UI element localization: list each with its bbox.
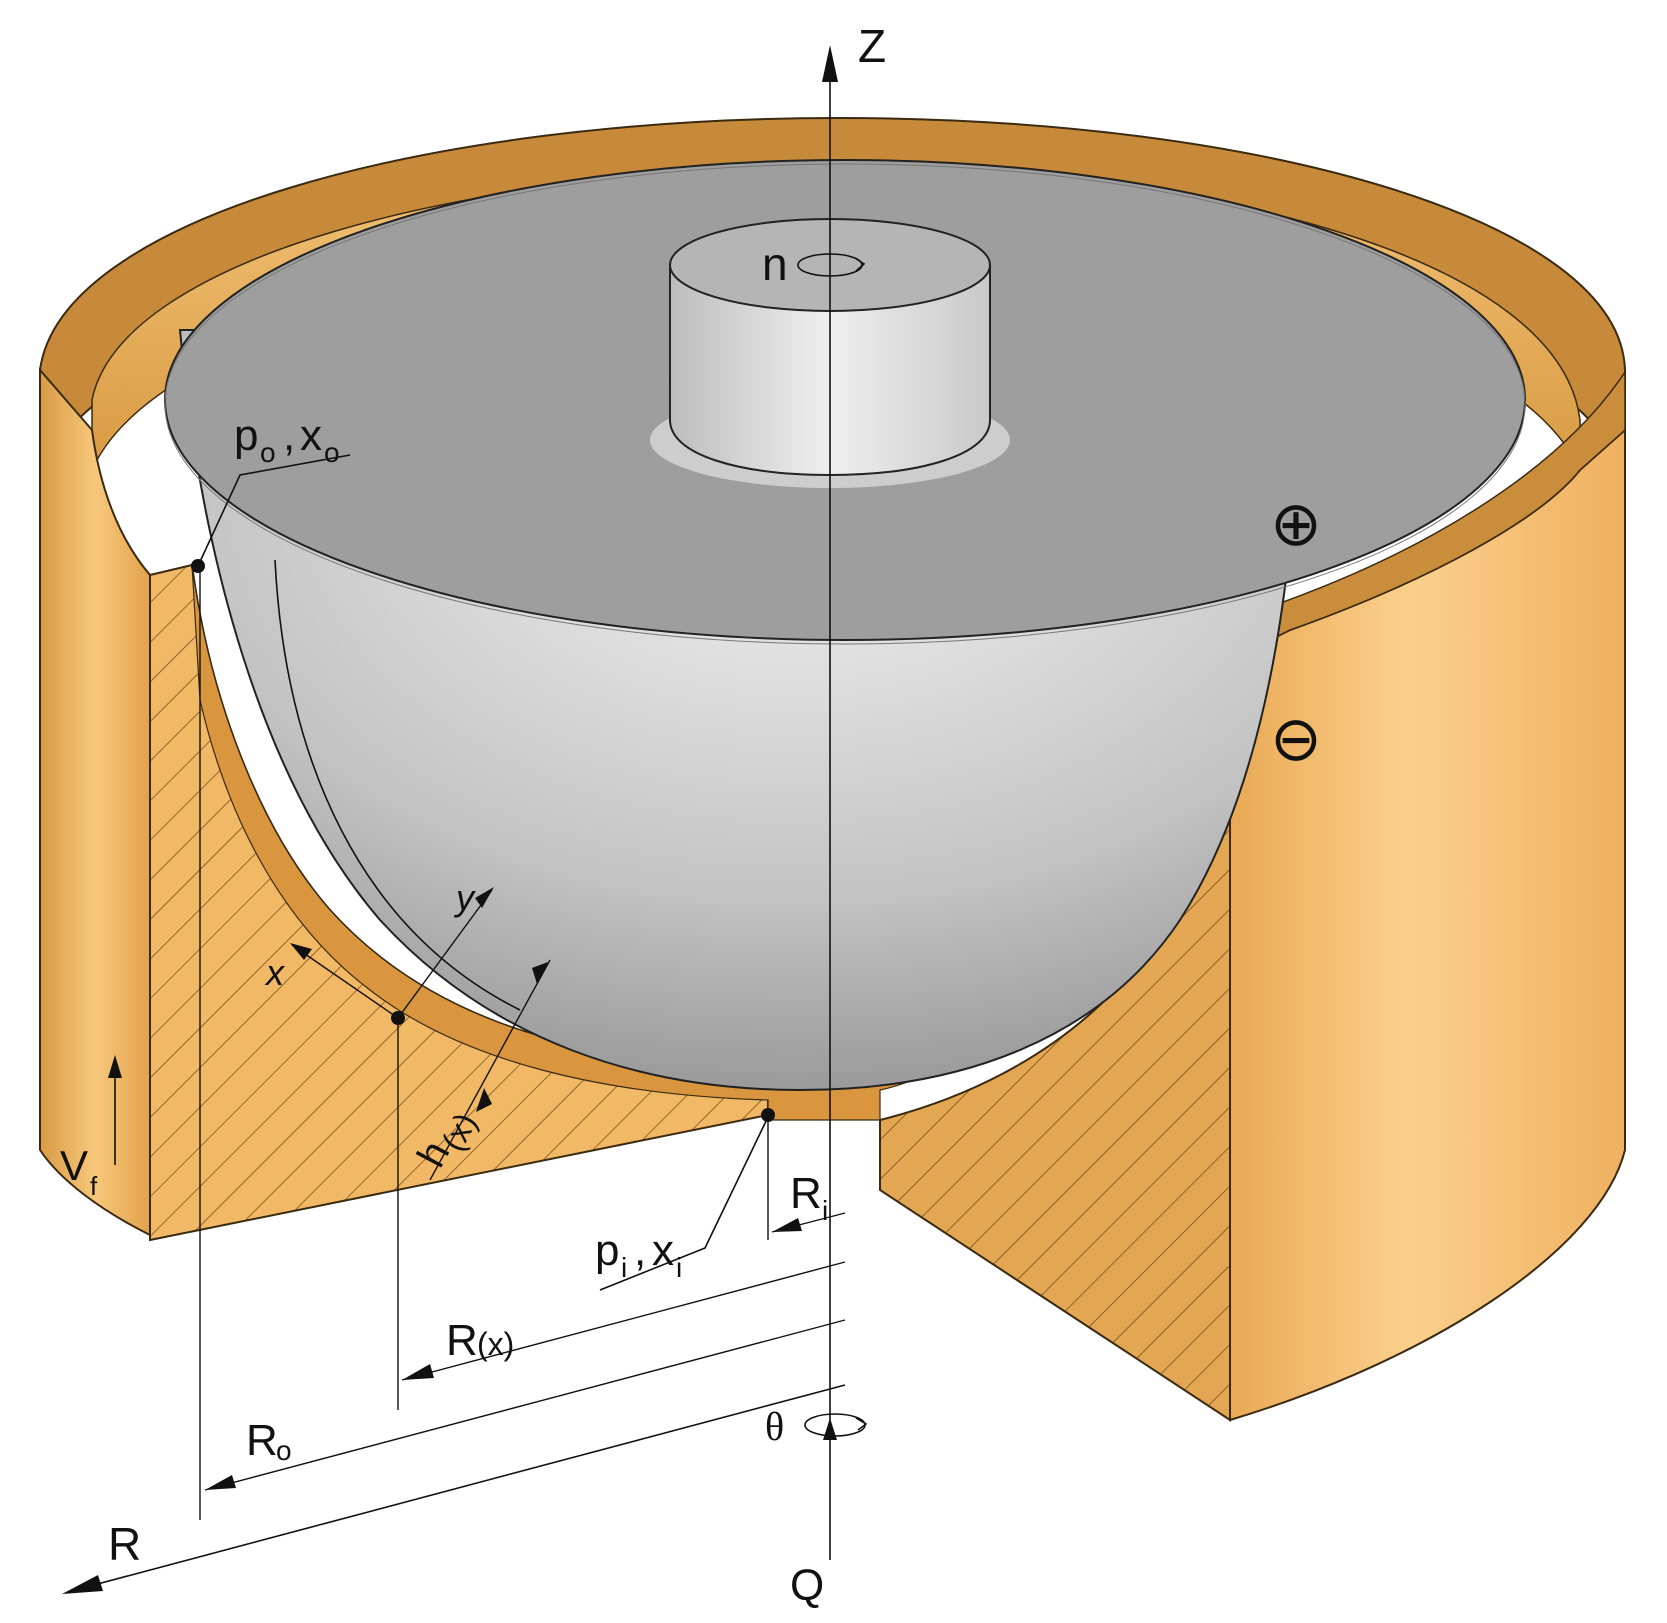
label-q: Q — [790, 1561, 824, 1610]
svg-text:R: R — [446, 1316, 478, 1365]
svg-text:,: , — [283, 411, 295, 460]
svg-text:,: , — [634, 1226, 646, 1275]
svg-text:x: x — [300, 411, 322, 460]
svg-text:o: o — [324, 437, 340, 468]
label-minus: ⊖ — [1270, 705, 1322, 774]
label-n: n — [762, 238, 788, 290]
rotor-top-disc-rim — [164, 163, 1526, 645]
label-ro: R o — [246, 1416, 292, 1466]
point-inner — [761, 1108, 775, 1122]
labels: Z n p o , x o ⊕ ⊖ y x h (x) V f R i p i … — [60, 20, 1322, 1610]
svg-text:(x): (x) — [477, 1326, 514, 1362]
svg-text:f: f — [90, 1171, 98, 1201]
housing-right-lip — [1229, 369, 1626, 662]
svg-text:R: R — [246, 1416, 278, 1465]
label-theta: θ — [765, 1404, 784, 1449]
label-coord-x: x — [264, 952, 286, 993]
dimension-lines — [62, 45, 868, 1594]
point-x — [391, 1011, 405, 1025]
svg-text:i: i — [822, 1195, 828, 1226]
label-pi-xi: p i , x i — [595, 1226, 682, 1283]
r-axis-arrow — [62, 1575, 103, 1594]
label-r-axis: R — [108, 1518, 141, 1570]
q-arrow — [823, 1418, 837, 1440]
label-plus: ⊕ — [1270, 490, 1322, 559]
svg-text:i: i — [676, 1252, 682, 1283]
svg-text:x: x — [652, 1226, 674, 1275]
rotor — [164, 159, 1526, 1121]
label-po-xo: p o , x o — [234, 411, 340, 468]
z-axis-arrow — [822, 45, 838, 82]
label-z: Z — [858, 20, 886, 72]
r-axis-line — [74, 1384, 846, 1591]
svg-text:p: p — [595, 1226, 619, 1275]
svg-text:o: o — [260, 437, 276, 468]
svg-text:R: R — [790, 1169, 822, 1218]
theta-rotation — [804, 1413, 866, 1437]
svg-text:p: p — [234, 411, 258, 460]
svg-text:V: V — [60, 1142, 88, 1189]
svg-text:o: o — [276, 1435, 292, 1466]
label-ri: R i — [790, 1169, 828, 1226]
point-outer — [191, 559, 205, 573]
label-r-x: R (x) — [446, 1316, 514, 1365]
svg-text:i: i — [621, 1252, 627, 1283]
rotor-meridian — [274, 559, 521, 1011]
label-coord-y: y — [453, 877, 476, 918]
label-vf: V f — [60, 1142, 98, 1201]
housing-left-wall — [39, 367, 151, 1237]
